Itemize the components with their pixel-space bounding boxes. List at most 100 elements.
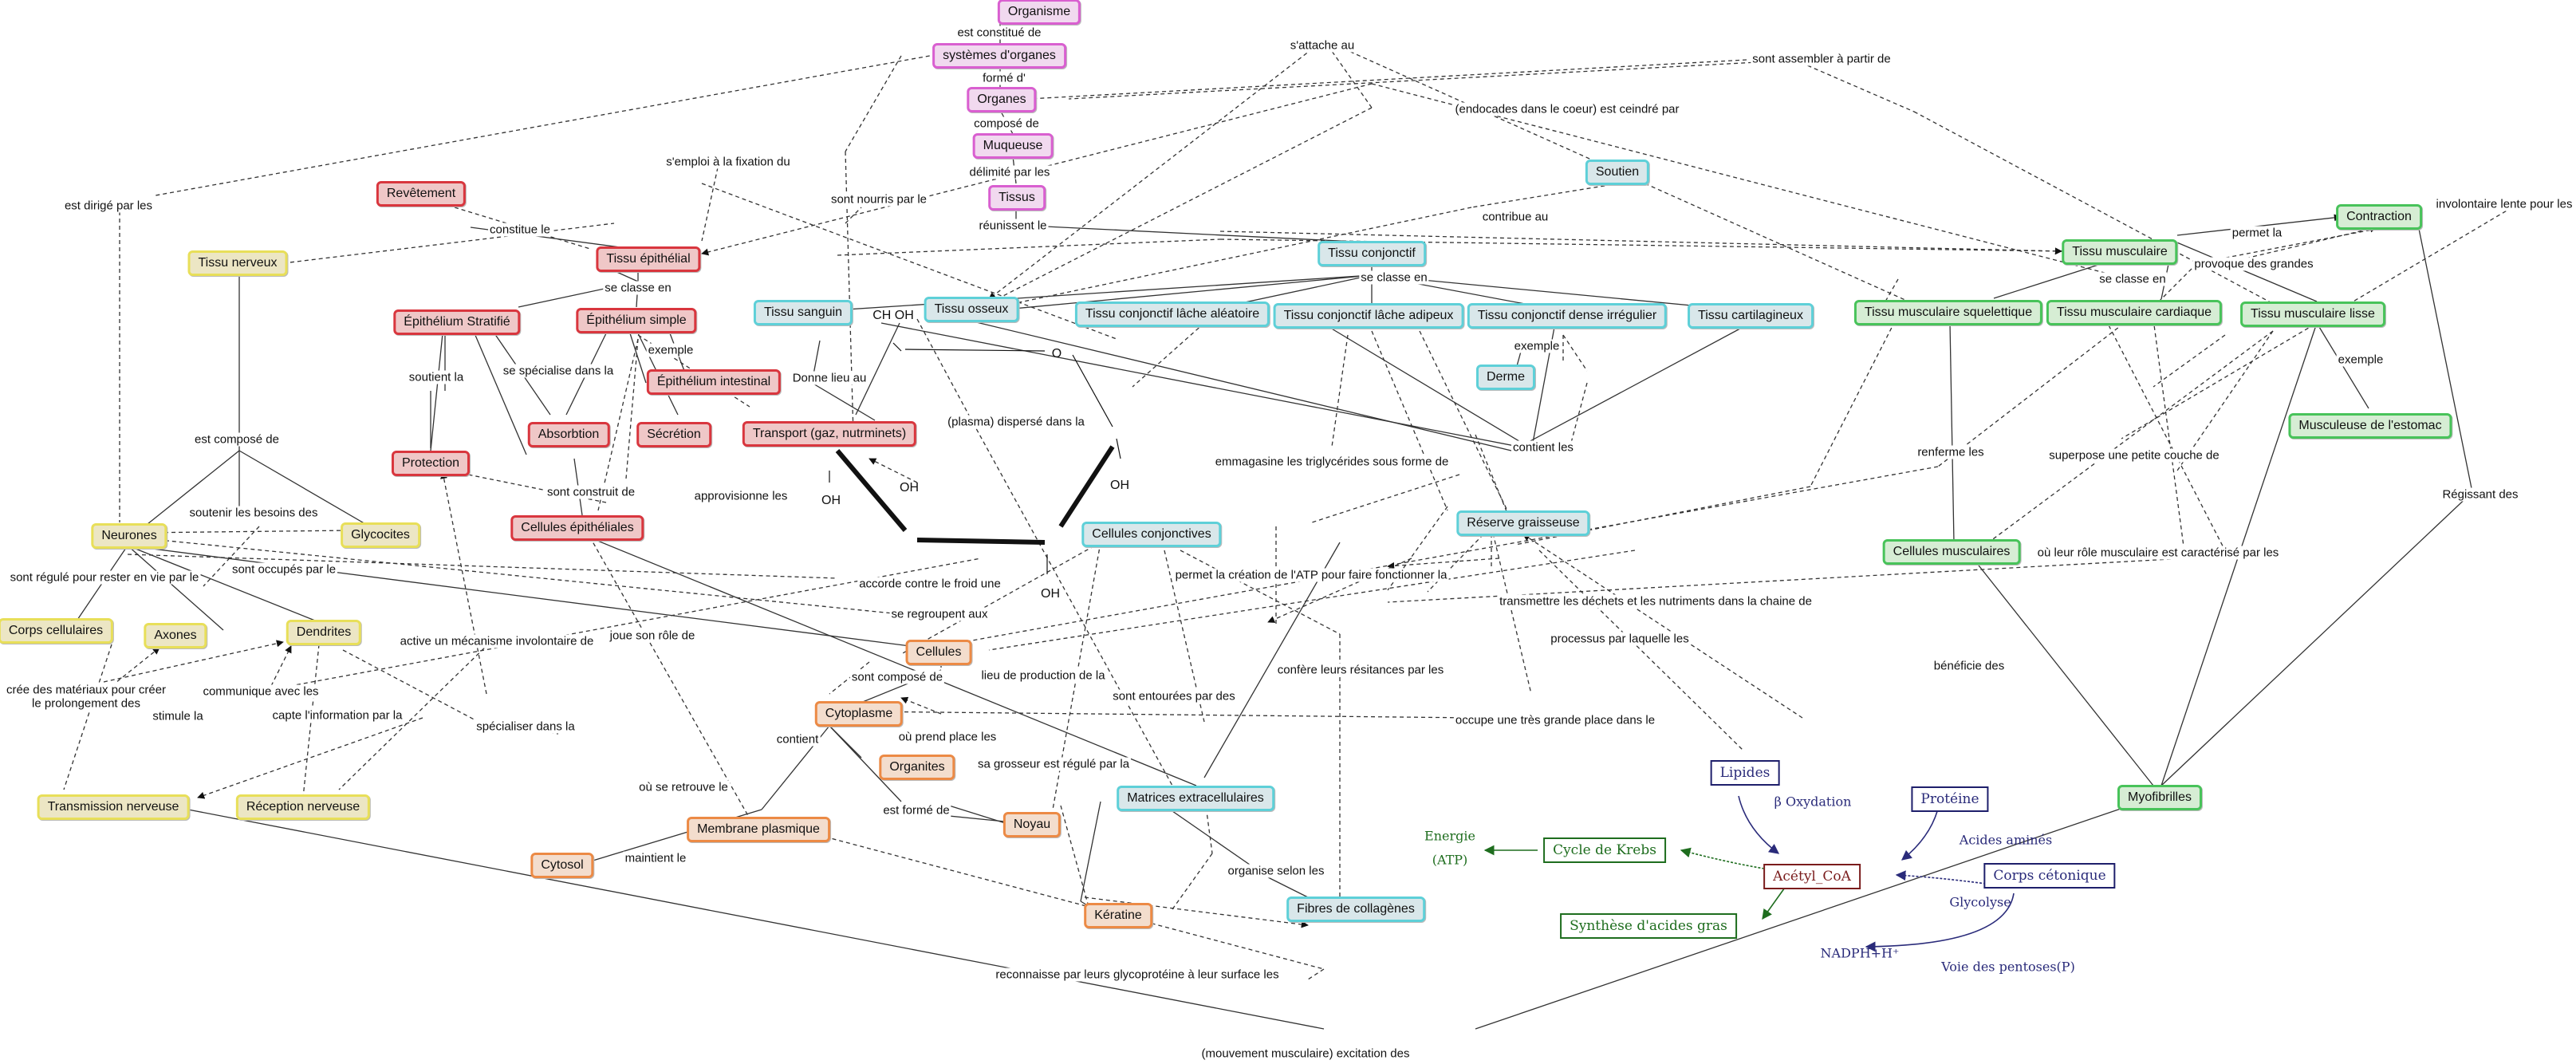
node-lipides[interactable]: Lipides [1710,760,1780,786]
node-axones[interactable]: Axones [144,623,207,648]
chem-bonds [829,342,1121,574]
node-protection[interactable]: Protection [391,451,471,476]
link-label: active un mécanisme involontaire de [398,634,596,648]
node-cellules-conjonctives[interactable]: Cellules conjonctives [1081,522,1222,547]
nadph-label: NADPH+H⁺ [1820,945,1900,961]
node-cytoplasme[interactable]: Cytoplasme [814,701,904,727]
node-tissu-conjonctif-lache-adipeux[interactable]: Tissu conjonctif lâche adipeux [1273,303,1464,329]
link-label: sont occupés par le [230,562,338,577]
link-label: est formé de [881,803,951,818]
node-tissu-musculaire-lisse[interactable]: Tissu musculaire lisse [2240,301,2385,327]
link-label: exemple [646,343,695,357]
node-epithelium-stratifie[interactable]: Épithélium Stratifié [393,309,521,335]
node-corps-cellulaires[interactable]: Corps cellulaires [0,618,114,644]
node-tissus[interactable]: Tissus [988,185,1046,211]
node-derme[interactable]: Derme [1475,365,1536,390]
node-tissu-musculaire-squelettique[interactable]: Tissu musculaire squelettique [1853,300,2043,325]
node-membrane-plasmique[interactable]: Membrane plasmique [687,817,830,842]
link-label: emmagasine les triglycérides sous forme … [1213,455,1451,469]
node-tissu-epithelial[interactable]: Tissu épithélial [596,246,701,272]
node-muqueuse[interactable]: Muqueuse [972,133,1054,159]
link-label: permet la [2230,226,2284,240]
chem-structure [835,445,1115,545]
node-proteine[interactable]: Protéine [1911,786,1989,812]
node-acetyl-coa[interactable]: Acétyl_CoA [1763,864,1861,889]
node-neurones[interactable]: Neurones [91,523,167,549]
node-dendrites[interactable]: Dendrites [286,620,362,645]
node-tissu-musculaire[interactable]: Tissu musculaire [2062,239,2178,265]
node-myofibrilles[interactable]: Myofibrilles [2117,785,2203,810]
node-tissu-osseux[interactable]: Tissu osseux [924,297,1019,322]
node-organisme[interactable]: Organisme [997,0,1081,25]
node-matrices-extracellulaires[interactable]: Matrices extracellulaires [1117,786,1274,811]
node-organes[interactable]: Organes [967,87,1037,112]
chem-oh-2: OH [821,494,841,507]
link-label: où leur rôle musculaire est caractérisé … [2035,546,2281,560]
node-epithelium-intestinal[interactable]: Épithélium intestinal [646,369,782,395]
node-organites[interactable]: Organites [879,755,955,780]
node-cycle-krebs[interactable]: Cycle de Krebs [1543,837,1666,863]
link-label: capte l'information par la [270,708,404,723]
node-cytosol[interactable]: Cytosol [530,853,594,878]
chem-oh-3: OH [1110,479,1129,492]
node-cellules-epitheliales[interactable]: Cellules épithéliales [510,515,644,541]
link-label: maintient le [623,851,688,865]
node-cellules-musculaires[interactable]: Cellules musculaires [1882,539,2021,565]
chem-oh-1: OH [900,481,919,495]
node-cellules[interactable]: Cellules [905,640,972,665]
link-label: contribue au [1480,210,1550,224]
node-musculeuse-estomac[interactable]: Musculeuse de l'estomac [2288,413,2452,439]
node-keratine[interactable]: Kératine [1084,903,1152,928]
node-reserve-graisseuse[interactable]: Réserve graisseuse [1456,510,1590,536]
link-label: sont assembler à partir de [1751,52,1893,66]
link-label: joue son rôle de [608,629,697,643]
node-absorbtion[interactable]: Absorbtion [527,422,610,447]
node-tissu-musculaire-cardiaque[interactable]: Tissu musculaire cardiaque [2046,300,2223,325]
link-label: s'attache au [1288,38,1357,53]
node-tissu-conjonctif-lache-aleatoire[interactable]: Tissu conjonctif lâche aléatoire [1074,301,1270,327]
node-tissu-conjonctif-dense-irregulier[interactable]: Tissu conjonctif dense irrégulier [1467,303,1668,329]
link-label: le prolongement des [30,696,142,711]
node-fibres-collagenes[interactable]: Fibres de collagènes [1286,897,1425,922]
link-label: stimule la [151,709,205,723]
node-transport[interactable]: Transport (gaz, nutrminets) [742,421,917,447]
node-tissu-conjonctif[interactable]: Tissu conjonctif [1318,241,1426,266]
node-epithelium-simple[interactable]: Épithélium simple [576,308,697,333]
node-synthese-acides-gras[interactable]: Synthèse d'acides gras [1560,913,1737,939]
link-label: se regroupent aux [889,607,990,621]
link-label: est composé de [193,432,281,447]
node-noyau[interactable]: Noyau [1002,812,1062,837]
node-soutien[interactable]: Soutien [1585,160,1650,185]
node-tissu-nerveux[interactable]: Tissu nerveux [187,250,288,276]
node-tissu-cartilagineux[interactable]: Tissu cartilagineux [1688,303,1814,329]
link-label: s'emploi à la fixation du [664,155,792,169]
node-contraction[interactable]: Contraction [2336,204,2422,230]
node-transmission-nerveuse[interactable]: Transmission nerveuse [37,794,190,820]
link-label: sont construit de [545,485,637,499]
node-tissu-sanguin[interactable]: Tissu sanguin [753,300,853,325]
link-label: sont régulé pour rester en vie par le [8,570,201,585]
link-label: organise selon les [1226,864,1326,878]
node-systemes-organes[interactable]: systèmes d'organes [932,43,1066,69]
link-label: processus par laquelle les [1549,632,1691,646]
node-secretion[interactable]: Sécrétion [636,422,711,447]
node-glycocites[interactable]: Glycocites [341,522,420,548]
link-label: reconnaisse par leurs glycoprotéine à le… [994,967,1281,982]
link-label: (plasma) dispersé dans la [946,415,1086,429]
link-label: exemple [2336,353,2385,367]
link-label: sont composé de [849,670,945,684]
link-label: crée des matériaux pour créer [4,683,168,697]
link-label: permet la création de l'ATP pour faire f… [1173,568,1449,582]
link-label: où se retrouve le [637,780,730,794]
link-label: contient les [1511,440,1575,455]
link-label: spécialiser dans la [475,719,577,734]
link-label: provoque des grandes [2192,257,2315,271]
node-reception-nerveuse[interactable]: Réception nerveuse [235,794,371,820]
node-revetement[interactable]: Revêtement [376,181,467,207]
link-label: involontaire lente pour les [2434,197,2574,211]
link-label: se classe en [603,281,673,295]
node-corps-cetonique[interactable]: Corps cétonique [1983,863,2116,889]
link-label: contient [774,732,821,747]
link-label: délimité par les [967,165,1052,179]
